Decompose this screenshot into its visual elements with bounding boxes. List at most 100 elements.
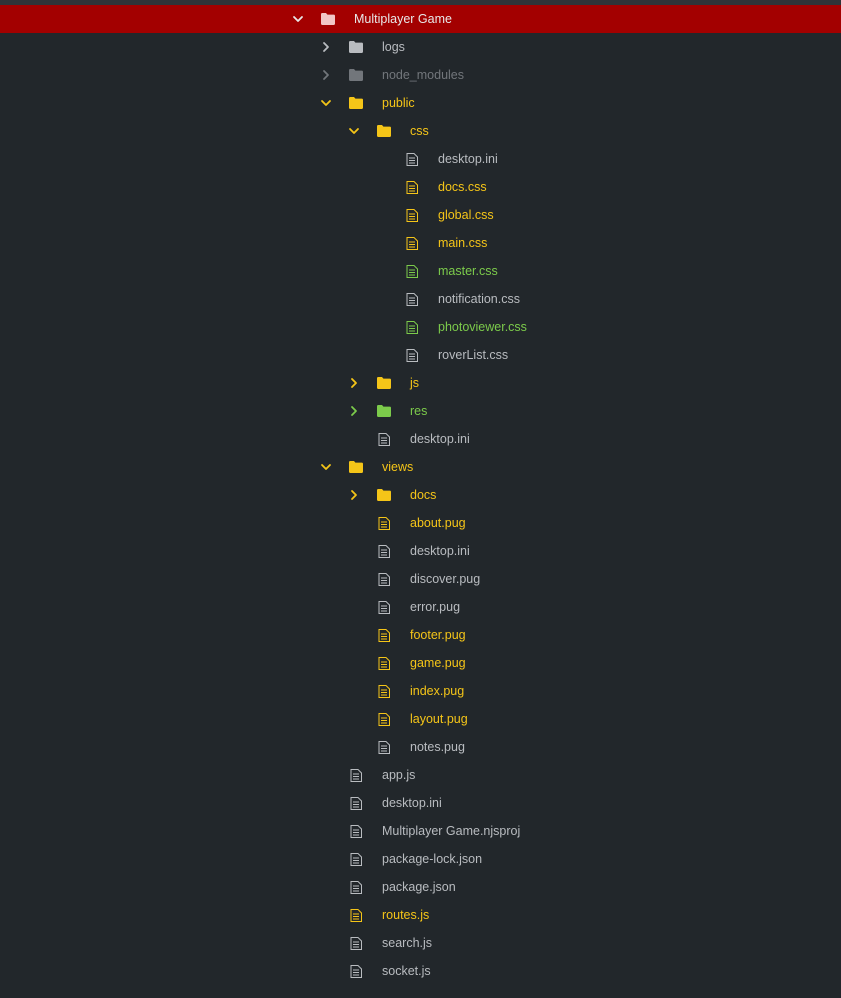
tree-folder-views[interactable]: views xyxy=(0,453,841,481)
tree-item-label: discover.pug xyxy=(410,572,481,586)
tree-file-photoviewer-css[interactable]: photoviewer.css xyxy=(0,313,841,341)
tree-file-desktop-ini[interactable]: desktop.ini xyxy=(0,145,841,173)
file-icon xyxy=(377,537,391,565)
folder-icon xyxy=(377,397,391,425)
tree-item-label: public xyxy=(382,96,415,110)
tree-file-socket-js[interactable]: socket.js xyxy=(0,957,841,985)
chevron-down-icon[interactable] xyxy=(291,5,305,33)
tree-folder-res[interactable]: res xyxy=(0,397,841,425)
tree-file-desktop-ini[interactable]: desktop.ini xyxy=(0,789,841,817)
tree-file-main-css[interactable]: main.css xyxy=(0,229,841,257)
file-icon xyxy=(349,873,363,901)
file-icon xyxy=(377,593,391,621)
tree-folder-css[interactable]: css xyxy=(0,117,841,145)
tree-item-label: js xyxy=(410,376,420,390)
tree-item-label: Multiplayer Game.njsproj xyxy=(382,824,521,838)
tree-file-discover-pug[interactable]: discover.pug xyxy=(0,565,841,593)
tree-item-label: css xyxy=(410,124,429,138)
tree-item-label: docs.css xyxy=(438,180,487,194)
file-icon xyxy=(349,789,363,817)
tree-folder-logs[interactable]: logs xyxy=(0,33,841,61)
tree-item-label: socket.js xyxy=(382,964,431,978)
file-icon xyxy=(377,509,391,537)
folder-icon xyxy=(377,481,391,509)
tree-item-label: photoviewer.css xyxy=(438,320,527,334)
chevron-down-icon[interactable] xyxy=(319,453,333,481)
file-icon xyxy=(405,257,419,285)
folder-icon xyxy=(377,369,391,397)
tree-folder-public[interactable]: public xyxy=(0,89,841,117)
tree-file-docs-css[interactable]: docs.css xyxy=(0,173,841,201)
tree-file-roverlist-css[interactable]: roverList.css xyxy=(0,341,841,369)
tree-file-index-pug[interactable]: index.pug xyxy=(0,677,841,705)
folder-icon xyxy=(349,89,363,117)
tree-item-label: res xyxy=(410,404,428,418)
file-icon xyxy=(377,621,391,649)
tree-item-label: master.css xyxy=(438,264,498,278)
tree-file-multiplayer-game-njsproj[interactable]: Multiplayer Game.njsproj xyxy=(0,817,841,845)
tree-file-game-pug[interactable]: game.pug xyxy=(0,649,841,677)
tree-folder-js[interactable]: js xyxy=(0,369,841,397)
file-icon xyxy=(377,705,391,733)
tree-item-label: desktop.ini xyxy=(410,544,470,558)
tree-file-master-css[interactable]: master.css xyxy=(0,257,841,285)
tree-item-label: footer.pug xyxy=(410,628,466,642)
file-icon xyxy=(349,845,363,873)
tree-file-notification-css[interactable]: notification.css xyxy=(0,285,841,313)
chevron-down-icon[interactable] xyxy=(319,89,333,117)
tree-item-label: game.pug xyxy=(410,656,466,670)
folder-icon xyxy=(377,117,391,145)
file-icon xyxy=(377,677,391,705)
tree-item-label: desktop.ini xyxy=(410,432,470,446)
file-icon xyxy=(405,201,419,229)
file-icon xyxy=(405,341,419,369)
tree-item-label: main.css xyxy=(438,236,488,250)
tree-file-routes-js[interactable]: routes.js xyxy=(0,901,841,929)
tree-item-label: package.json xyxy=(382,880,456,894)
folder-icon xyxy=(349,61,363,89)
file-icon xyxy=(349,901,363,929)
tree-file-search-js[interactable]: search.js xyxy=(0,929,841,957)
tree-file-desktop-ini[interactable]: desktop.ini xyxy=(0,537,841,565)
file-icon xyxy=(377,565,391,593)
tree-item-label: error.pug xyxy=(410,600,461,614)
folder-icon xyxy=(349,33,363,61)
file-icon xyxy=(349,929,363,957)
chevron-right-icon[interactable] xyxy=(347,481,361,509)
tree-file-app-js[interactable]: app.js xyxy=(0,761,841,789)
top-strip xyxy=(0,0,841,5)
tree-folder-node-modules[interactable]: node_modules xyxy=(0,61,841,89)
tree-item-label: index.pug xyxy=(410,684,465,698)
chevron-right-icon[interactable] xyxy=(347,397,361,425)
tree-file-error-pug[interactable]: error.pug xyxy=(0,593,841,621)
folder-open-icon xyxy=(321,5,335,33)
chevron-right-icon[interactable] xyxy=(319,61,333,89)
chevron-right-icon[interactable] xyxy=(347,369,361,397)
tree-item-label: desktop.ini xyxy=(438,152,498,166)
tree-item-label: Multiplayer Game xyxy=(354,12,452,26)
tree-file-desktop-ini[interactable]: desktop.ini xyxy=(0,425,841,453)
tree-item-label: logs xyxy=(382,40,405,54)
tree-file-package-lock-json[interactable]: package-lock.json xyxy=(0,845,841,873)
tree-item-label: node_modules xyxy=(382,68,465,82)
tree-item-label: roverList.css xyxy=(438,348,509,362)
tree-item-label: docs xyxy=(410,488,437,502)
tree-file-layout-pug[interactable]: layout.pug xyxy=(0,705,841,733)
file-icon xyxy=(377,733,391,761)
tree-file-package-json[interactable]: package.json xyxy=(0,873,841,901)
tree-item-label: search.js xyxy=(382,936,433,950)
chevron-right-icon[interactable] xyxy=(319,33,333,61)
tree-file-global-css[interactable]: global.css xyxy=(0,201,841,229)
tree-item-label: layout.pug xyxy=(410,712,468,726)
file-icon xyxy=(405,285,419,313)
tree-file-notes-pug[interactable]: notes.pug xyxy=(0,733,841,761)
tree-item-label: global.css xyxy=(438,208,494,222)
chevron-down-icon[interactable] xyxy=(347,117,361,145)
tree-folder-multiplayer-game[interactable]: Multiplayer Game xyxy=(0,5,841,33)
file-icon xyxy=(405,145,419,173)
tree-folder-docs[interactable]: docs xyxy=(0,481,841,509)
tree-file-about-pug[interactable]: about.pug xyxy=(0,509,841,537)
tree-item-label: notification.css xyxy=(438,292,520,306)
tree-file-footer-pug[interactable]: footer.pug xyxy=(0,621,841,649)
